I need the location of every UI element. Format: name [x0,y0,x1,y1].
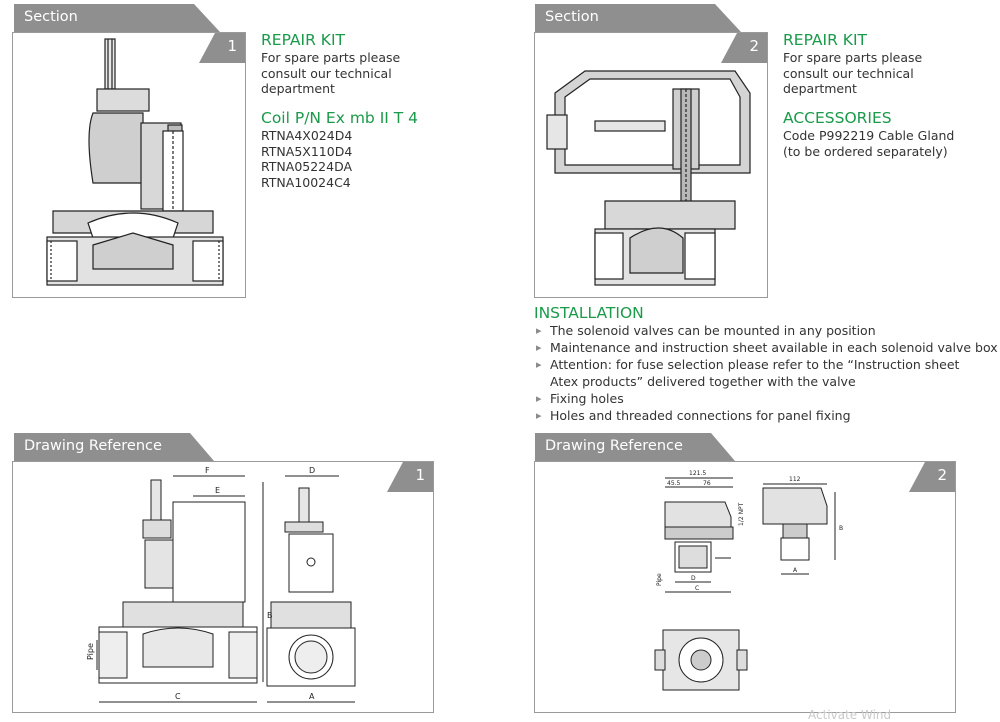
dim-e-label: E [215,486,220,495]
drawing-1-tab-label: Drawing Reference [24,438,162,454]
dim-112-label: 112 [789,476,801,483]
repair-line: department [261,81,335,96]
repair-line: consult our technical [261,65,392,81]
dim-f-label: F [205,466,210,475]
section-2-panel: 2 [534,32,768,298]
dim-455-label: 45.5 [667,480,681,487]
dim-b-label: B [839,525,843,532]
installation-item-continuation: Atex products” delivered together with t… [550,374,856,389]
dim-a-label: A [309,692,315,701]
section-1-repair-text: For spare parts please consult our techn… [261,50,400,97]
dim-c-label: C [695,585,699,592]
installation-item: Fixing holes [534,390,998,407]
coil-parts-list: RTNA4X024D4 RTNA5X110D4 RTNA05224DA RTNA… [261,128,352,190]
section-2-repair-text: For spare parts please consult our techn… [783,50,922,97]
installation-item: Maintenance and instruction sheet availa… [534,339,998,356]
repair-line: For spare parts please [783,50,923,65]
os-watermark: Activate Wind [808,708,892,722]
installation-item: The solenoid valves can be mounted in an… [534,322,998,339]
dim-1215-label: 121.5 [689,470,706,477]
section-1-tab-label: Section [24,9,78,25]
coil-part: RTNA4X024D4 [261,128,353,143]
coil-part: RTNA5X110D4 [261,143,353,159]
section-1-panel: 1 [12,32,246,298]
coil-part: RTNA10024C4 [261,174,351,190]
section-1-number: 1 [227,37,237,55]
coil-heading: Coil P/N Ex mb II T 4 [261,109,419,127]
section-2-number: 2 [749,37,759,55]
section-2-tab-label: Section [545,9,599,25]
installation-list: The solenoid valves can be mounted in an… [534,322,998,424]
drawing-1-number-badge: 1 [387,462,433,492]
coil-part: RTNA05224DA [261,159,353,174]
drawing-2-number-badge: 2 [909,462,955,492]
accessories-line: Code P992219 Cable Gland [783,128,955,143]
section-1-repair-heading: REPAIR KIT [261,31,345,49]
drawing-2-tab-label: Drawing Reference [545,438,683,454]
section-2-valve-drawing [546,70,751,286]
dim-c-label: C [175,692,181,701]
drawing-2-dimension-drawing: 121.5 45.5 76 112 1/2 NPT D C B A Pipe [654,470,843,691]
dim-pipe-label: Pipe [656,573,663,586]
dim-a-label: A [793,567,798,574]
installation-item: Attention: for fuse selection please ref… [534,356,998,373]
installation-item: Holes and threaded connections for panel… [534,407,998,424]
repair-line: department [783,81,857,96]
drawing-1-dimension-drawing: F E D B C A Pipe [86,466,356,703]
dim-b-label: B [267,611,273,620]
accessories-text: Code P992219 Cable Gland (to be ordered … [783,128,954,159]
accessories-line: (to be ordered separately) [783,143,948,159]
section-1-valve-drawing [46,38,224,286]
drawing-2-tab: Drawing Reference [535,433,755,461]
dim-npt-label: 1/2 NPT [738,502,745,526]
drawing-1-tab: Drawing Reference [14,433,234,461]
drawing-2-number: 2 [937,466,947,484]
installation-heading: INSTALLATION [534,304,644,322]
dim-d-label: D [309,466,315,475]
section-2-number-badge: 2 [721,33,767,63]
repair-line: consult our technical [783,65,914,81]
dim-76-label: 76 [703,480,711,487]
dim-pipe-label: Pipe [86,643,95,660]
repair-line: For spare parts please [261,50,401,65]
accessories-heading: ACCESSORIES [783,109,892,127]
section-2-tab: Section [535,4,755,32]
section-2-repair-heading: REPAIR KIT [783,31,867,49]
section-1-number-badge: 1 [199,33,245,63]
drawing-1-panel: 1 [12,461,434,713]
dim-d-label: D [691,575,696,582]
drawing-2-panel: 2 [534,461,956,713]
section-1-tab: Section [14,4,234,32]
drawing-1-number: 1 [415,466,425,484]
